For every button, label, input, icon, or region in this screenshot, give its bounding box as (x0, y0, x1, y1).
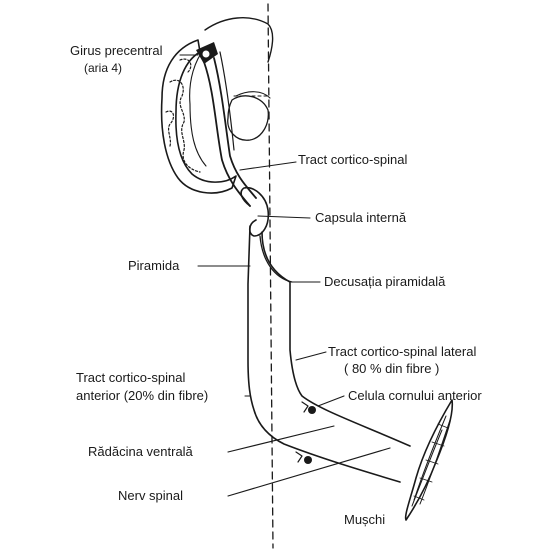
anterior-horn-cell (301, 401, 316, 414)
label-nerv-spinal: Nerv spinal (118, 488, 183, 503)
ventral-root-cell (295, 451, 312, 464)
label-celula-cornului-anterior: Celula cornului anterior (348, 388, 482, 403)
lateral-ventricle (227, 95, 269, 141)
label-tract-lateral: Tract cortico-spinal lateral (328, 344, 476, 359)
label-tract-lateral-percent: ( 80 % din fibre ) (344, 361, 439, 376)
spinal-cord (247, 225, 411, 483)
muscle (404, 399, 454, 521)
label-tract-anterior-percent: anterior (20% din fibre) (76, 388, 208, 403)
label-piramida: Piramida (128, 258, 180, 273)
label-capsula-interna: Capsula internă (315, 210, 407, 225)
midline-dashed (267, 3, 274, 549)
label-decusatia-piramidala: Decusația piramidală (324, 274, 446, 289)
motor-cortex-area (196, 42, 218, 64)
label-tract-anterior: Tract cortico-spinal (76, 370, 185, 385)
label-radacina-ventrala: Rădăcina ventrală (88, 444, 194, 459)
label-tract-cortico-spinal: Tract cortico-spinal (298, 152, 407, 167)
label-girus-precentral: Girus precentral (70, 43, 163, 58)
leader-lines (179, 54, 391, 497)
label-aria-4: (aria 4) (84, 61, 122, 75)
internal-capsule-curl (240, 186, 270, 237)
label-muschi: Mușchi (344, 512, 385, 527)
decussation-line (259, 235, 293, 283)
brain-hemisphere (160, 17, 274, 194)
descending-tract (203, 51, 257, 207)
